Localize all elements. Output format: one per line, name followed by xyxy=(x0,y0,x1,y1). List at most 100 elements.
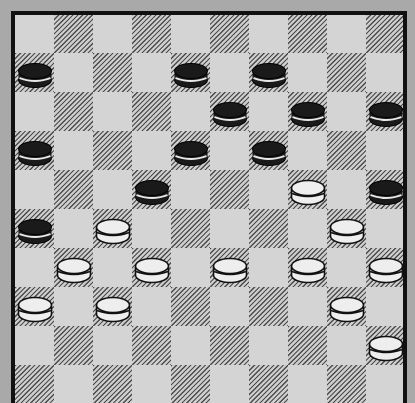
dark-square-r2-c3[interactable] xyxy=(132,92,171,131)
dark-square-r9-c8[interactable] xyxy=(327,365,366,403)
dark-square-r2-c1[interactable] xyxy=(54,92,93,131)
dark-square-r9-c2[interactable] xyxy=(93,365,132,403)
light-square-r0-c6[interactable] xyxy=(249,14,288,53)
black-checker-piece[interactable] xyxy=(368,178,404,206)
light-square-r0-c2[interactable] xyxy=(93,14,132,53)
light-square-r1-c5[interactable] xyxy=(210,53,249,92)
light-square-r8-c6[interactable] xyxy=(249,326,288,365)
white-checker-piece[interactable] xyxy=(17,295,53,323)
light-square-r5-c5[interactable] xyxy=(210,209,249,248)
black-checker-piece[interactable] xyxy=(251,139,287,167)
light-square-r6-c4[interactable] xyxy=(171,248,210,287)
light-square-r8-c0[interactable] xyxy=(15,326,54,365)
white-checker-piece[interactable] xyxy=(290,256,326,284)
black-checker-piece[interactable] xyxy=(173,139,209,167)
light-square-r9-c9[interactable] xyxy=(366,365,405,403)
light-square-r1-c9[interactable] xyxy=(366,53,405,92)
white-checker-piece[interactable] xyxy=(368,256,404,284)
light-square-r7-c1[interactable] xyxy=(54,287,93,326)
black-checker-piece[interactable] xyxy=(212,100,248,128)
light-square-r2-c4[interactable] xyxy=(171,92,210,131)
light-square-r7-c3[interactable] xyxy=(132,287,171,326)
white-checker-piece[interactable] xyxy=(134,256,170,284)
dark-square-r0-c1[interactable] xyxy=(54,14,93,53)
light-square-r0-c8[interactable] xyxy=(327,14,366,53)
dark-square-r1-c8[interactable] xyxy=(327,53,366,92)
dark-square-r8-c1[interactable] xyxy=(54,326,93,365)
light-square-r3-c3[interactable] xyxy=(132,131,171,170)
white-checker-piece[interactable] xyxy=(56,256,92,284)
black-checker-piece[interactable] xyxy=(17,61,53,89)
light-square-r2-c8[interactable] xyxy=(327,92,366,131)
light-square-r8-c8[interactable] xyxy=(327,326,366,365)
light-square-r6-c6[interactable] xyxy=(249,248,288,287)
light-square-r1-c3[interactable] xyxy=(132,53,171,92)
light-square-r3-c1[interactable] xyxy=(54,131,93,170)
dark-square-r5-c4[interactable] xyxy=(171,209,210,248)
light-square-r4-c0[interactable] xyxy=(15,170,54,209)
white-checker-piece[interactable] xyxy=(290,178,326,206)
dark-square-r4-c1[interactable] xyxy=(54,170,93,209)
light-square-r0-c4[interactable] xyxy=(171,14,210,53)
black-checker-piece[interactable] xyxy=(17,217,53,245)
dark-square-r0-c3[interactable] xyxy=(132,14,171,53)
light-square-r8-c4[interactable] xyxy=(171,326,210,365)
light-square-r5-c3[interactable] xyxy=(132,209,171,248)
light-square-r4-c6[interactable] xyxy=(249,170,288,209)
light-square-r2-c0[interactable] xyxy=(15,92,54,131)
light-square-r4-c4[interactable] xyxy=(171,170,210,209)
light-square-r2-c2[interactable] xyxy=(93,92,132,131)
dark-square-r9-c4[interactable] xyxy=(171,365,210,403)
white-checker-piece[interactable] xyxy=(95,217,131,245)
light-square-r5-c7[interactable] xyxy=(288,209,327,248)
light-square-r9-c3[interactable] xyxy=(132,365,171,403)
dark-square-r9-c6[interactable] xyxy=(249,365,288,403)
dark-square-r3-c8[interactable] xyxy=(327,131,366,170)
dark-square-r8-c3[interactable] xyxy=(132,326,171,365)
light-square-r7-c9[interactable] xyxy=(366,287,405,326)
light-square-r6-c2[interactable] xyxy=(93,248,132,287)
dark-square-r9-c0[interactable] xyxy=(15,365,54,403)
light-square-r6-c8[interactable] xyxy=(327,248,366,287)
light-square-r4-c2[interactable] xyxy=(93,170,132,209)
dark-square-r5-c6[interactable] xyxy=(249,209,288,248)
dark-square-r4-c5[interactable] xyxy=(210,170,249,209)
light-square-r3-c9[interactable] xyxy=(366,131,405,170)
white-checker-piece[interactable] xyxy=(95,295,131,323)
white-checker-piece[interactable] xyxy=(329,217,365,245)
light-square-r6-c0[interactable] xyxy=(15,248,54,287)
dark-square-r1-c2[interactable] xyxy=(93,53,132,92)
light-square-r1-c1[interactable] xyxy=(54,53,93,92)
black-checker-piece[interactable] xyxy=(290,100,326,128)
black-checker-piece[interactable] xyxy=(17,139,53,167)
black-checker-piece[interactable] xyxy=(173,61,209,89)
white-checker-piece[interactable] xyxy=(368,334,404,362)
dark-square-r0-c5[interactable] xyxy=(210,14,249,53)
black-checker-piece[interactable] xyxy=(134,178,170,206)
light-square-r9-c7[interactable] xyxy=(288,365,327,403)
dark-square-r3-c2[interactable] xyxy=(93,131,132,170)
light-square-r5-c9[interactable] xyxy=(366,209,405,248)
dark-square-r7-c4[interactable] xyxy=(171,287,210,326)
checkers-board[interactable] xyxy=(11,11,407,403)
dark-square-r0-c9[interactable] xyxy=(366,14,405,53)
light-square-r1-c7[interactable] xyxy=(288,53,327,92)
light-square-r8-c2[interactable] xyxy=(93,326,132,365)
dark-square-r0-c7[interactable] xyxy=(288,14,327,53)
light-square-r3-c7[interactable] xyxy=(288,131,327,170)
dark-square-r8-c7[interactable] xyxy=(288,326,327,365)
light-square-r7-c5[interactable] xyxy=(210,287,249,326)
light-square-r2-c6[interactable] xyxy=(249,92,288,131)
light-square-r5-c1[interactable] xyxy=(54,209,93,248)
light-square-r0-c0[interactable] xyxy=(15,14,54,53)
light-square-r3-c5[interactable] xyxy=(210,131,249,170)
black-checker-piece[interactable] xyxy=(251,61,287,89)
white-checker-piece[interactable] xyxy=(212,256,248,284)
light-square-r9-c1[interactable] xyxy=(54,365,93,403)
light-square-r9-c5[interactable] xyxy=(210,365,249,403)
black-checker-piece[interactable] xyxy=(368,100,404,128)
white-checker-piece[interactable] xyxy=(329,295,365,323)
light-square-r7-c7[interactable] xyxy=(288,287,327,326)
dark-square-r8-c5[interactable] xyxy=(210,326,249,365)
dark-square-r7-c6[interactable] xyxy=(249,287,288,326)
